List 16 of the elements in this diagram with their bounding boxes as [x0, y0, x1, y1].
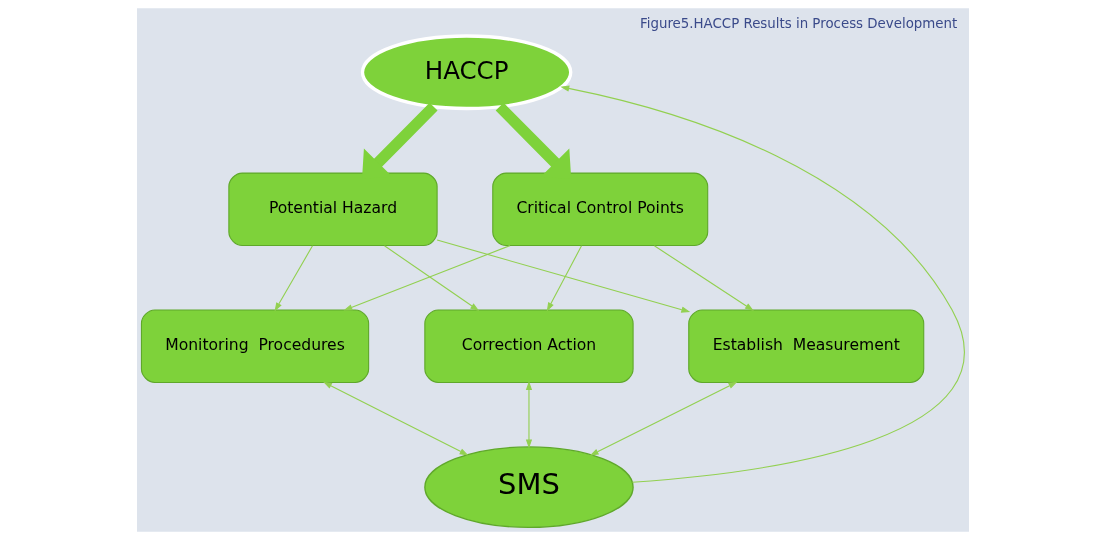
- node-box: Establish Measurement: [688, 309, 925, 383]
- arrow: [653, 245, 754, 311]
- arrow: [589, 381, 738, 456]
- node-box: Potential Hazard: [228, 172, 438, 247]
- node-box: Monitoring Procedures: [140, 309, 370, 383]
- node-box: Correction Action: [424, 309, 634, 383]
- arrow: [525, 381, 533, 449]
- arrow: [323, 381, 469, 456]
- arrow: [383, 245, 480, 311]
- arrow: [274, 245, 314, 312]
- arrow: [436, 239, 691, 313]
- node-box: Critical Control Points: [492, 172, 709, 247]
- arrow: [343, 245, 511, 311]
- arrow: [546, 245, 583, 312]
- arrow: [560, 85, 964, 483]
- caption: Figure5.HACCP Results in Process Development: [640, 15, 958, 31]
